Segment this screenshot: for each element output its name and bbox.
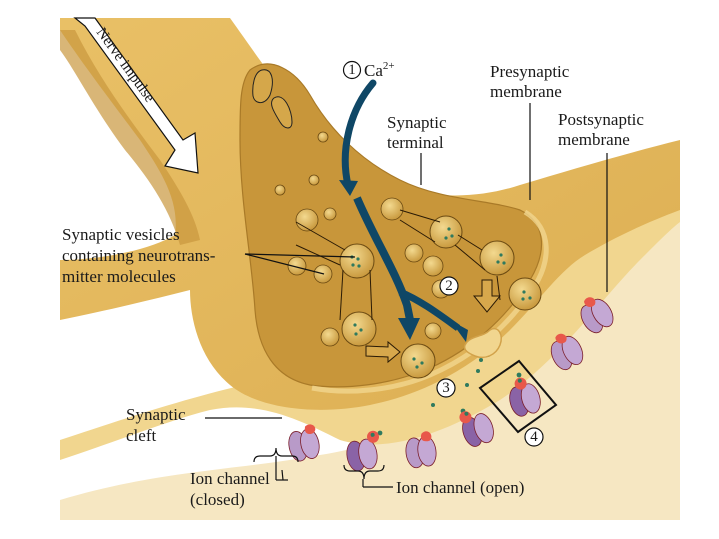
leader-lines <box>205 103 608 488</box>
step-4-number: 4 <box>530 429 538 445</box>
ion-channel-closed <box>405 431 437 469</box>
presynaptic-label-line2: membrane <box>490 82 562 101</box>
calcium-arrowhead-right <box>450 320 468 342</box>
step-2-marker: 2 <box>439 276 459 296</box>
ion-channel-closed <box>288 424 320 462</box>
mitochondrion <box>271 96 293 129</box>
ion-channel-closed <box>580 297 614 334</box>
calcium-arrow-split <box>353 196 414 321</box>
closed-channel-label-line2: (closed) <box>190 490 245 509</box>
exocytosis-pore <box>463 328 502 359</box>
calcium-arrowhead-left <box>398 318 420 340</box>
postsynaptic-label-line1: Postsynaptic <box>558 110 644 129</box>
terminal-label-line2: terminal <box>387 133 444 152</box>
postsynaptic-label-line2: membrane <box>558 130 630 149</box>
vesicle-move-arrow <box>365 340 401 364</box>
step-4-marker: 4 <box>524 427 544 447</box>
calcium-arrow <box>341 79 377 189</box>
ion-channels <box>288 297 614 472</box>
vesicles-label-line3: mitter molecules <box>62 267 176 286</box>
cleft-label-line2: cleft <box>126 426 156 445</box>
neurotransmitter-molecules <box>350 227 532 436</box>
vesicles-label-line1: Synaptic vesicles <box>62 225 180 244</box>
step-1-marker: 1 <box>342 60 362 80</box>
terminal-label-line1: Synaptic <box>387 113 447 132</box>
step-3-marker: 3 <box>436 378 456 398</box>
ion-channel-closed <box>550 333 584 371</box>
step-1-number: 1 <box>348 62 356 78</box>
ion-channel-open <box>509 377 541 417</box>
cleft-label-line1: Synaptic <box>126 405 186 424</box>
closed-channel-label-line1: Ion channel <box>190 469 270 488</box>
calcium-arrow-right <box>398 288 461 331</box>
step4-highlight-box <box>478 359 558 434</box>
large-vesicles <box>339 215 542 379</box>
axon-shadow <box>60 30 200 245</box>
step-3-number: 3 <box>442 380 450 396</box>
calcium-arrowhead <box>339 180 358 196</box>
presynaptic-label-line1: Presynaptic <box>490 62 570 81</box>
vesicle-move-arrow <box>472 279 502 313</box>
small-vesicles <box>274 131 451 347</box>
calcium-label: Ca2+ <box>364 60 395 80</box>
postsynaptic-tissue <box>60 215 680 520</box>
ion-channel-open <box>459 411 494 447</box>
vesicles-label-line2: containing neurotrans- <box>62 246 216 265</box>
open-channel-label: Ion channel (open) <box>396 478 524 497</box>
step-2-number: 2 <box>445 278 453 294</box>
mitochondrion <box>252 69 273 104</box>
